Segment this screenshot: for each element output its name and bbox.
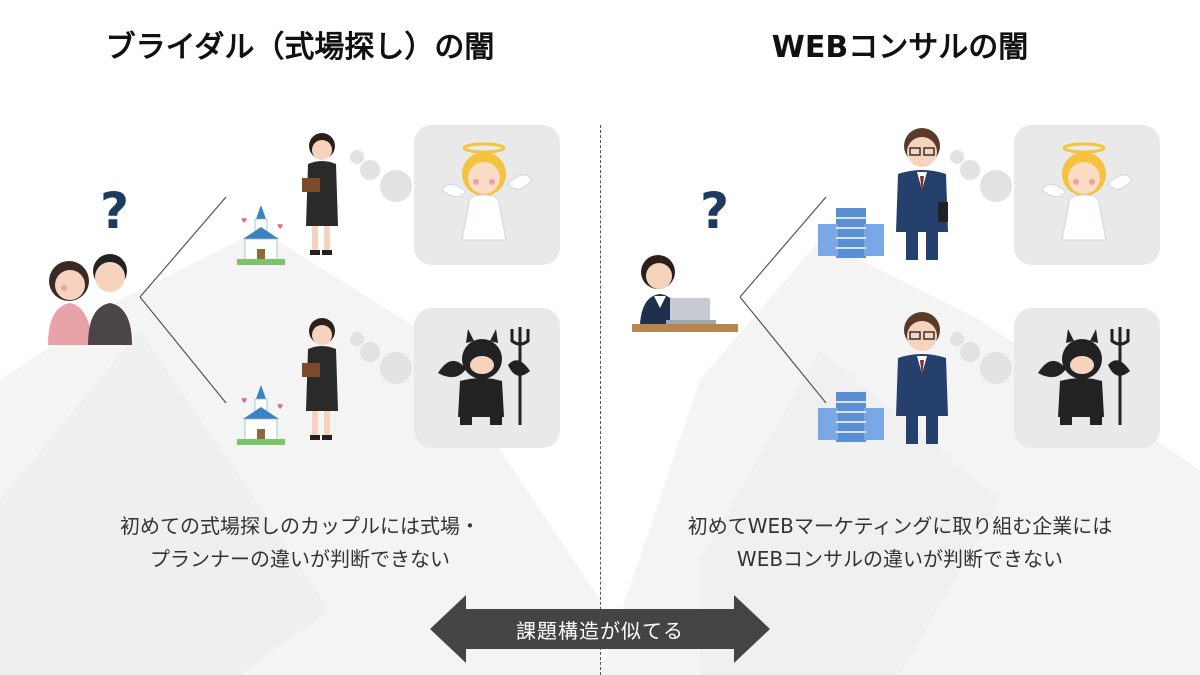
double-arrow: 課題構造が似てる: [430, 595, 770, 663]
svg-text:♥: ♥: [277, 223, 283, 231]
question-mark-icon: ?: [700, 182, 730, 240]
connector-lines-right: [739, 196, 827, 404]
thought-dot: [350, 150, 364, 164]
server-illustration: [818, 208, 884, 258]
right-description-line2: WEBコンサルの違いが判断できない: [736, 547, 1064, 571]
planner-illustration: [302, 133, 338, 255]
left-title: ブライダル（式場探し）の闇: [105, 30, 495, 65]
consultant-illustration: [896, 312, 948, 444]
couple-illustration: [48, 254, 132, 345]
connector-lines-left: [139, 196, 227, 404]
left-description-line2: プランナーの違いが判断できない: [150, 547, 450, 571]
thought-dot: [960, 342, 980, 362]
thought-dot: [360, 160, 380, 180]
thought-dot: [980, 352, 1012, 384]
double-arrow-shape: [430, 595, 770, 663]
left-description: 初めての式場探しのカップルには式場・ プランナーの違いが判断できない: [60, 510, 540, 576]
planner-illustration: [302, 318, 338, 440]
thought-dot: [360, 342, 380, 362]
thought-dot: [350, 332, 364, 346]
devil-illustration: [1038, 327, 1130, 425]
angel-illustration: [1041, 142, 1133, 241]
right-title: WEBコンサルの闇: [771, 30, 1029, 65]
right-description: 初めてWEBマーケティングに取り組む企業には WEBコンサルの違いが判断できない: [630, 510, 1170, 576]
office-worker-illustration: [632, 255, 738, 332]
right-description-line1: 初めてWEBマーケティングに取り組む企業には: [687, 514, 1113, 538]
server-illustration: [818, 392, 884, 442]
thought-dot: [950, 150, 964, 164]
devil-illustration: [438, 327, 530, 425]
center-divider: [600, 125, 601, 675]
thought-dot: [380, 352, 412, 384]
left-description-line1: 初めての式場探しのカップルには式場・: [120, 514, 480, 538]
svg-text:♥: ♥: [277, 403, 283, 411]
svg-text:♥: ♥: [241, 217, 247, 225]
thought-dot: [950, 332, 964, 346]
church-illustration: ♥ ♥: [237, 205, 285, 265]
thought-dot: [980, 170, 1012, 202]
thought-dot: [380, 170, 412, 202]
angel-illustration: [441, 142, 533, 241]
question-mark-icon: ?: [100, 182, 130, 240]
arrow-label: 課題構造が似てる: [516, 618, 684, 643]
church-illustration: ♥ ♥: [237, 385, 285, 445]
consultant-illustration: [896, 128, 948, 260]
svg-text:♥: ♥: [241, 397, 247, 405]
thought-dot: [960, 160, 980, 180]
